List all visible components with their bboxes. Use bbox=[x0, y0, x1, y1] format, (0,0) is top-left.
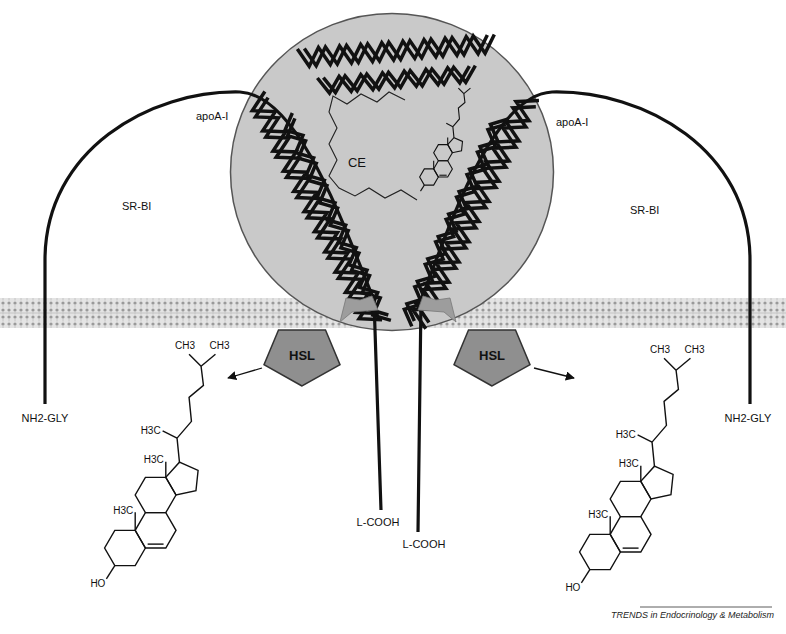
chain-bond bbox=[447, 137, 448, 144]
atom-label: H3C bbox=[619, 457, 639, 470]
double-bond bbox=[439, 175, 446, 176]
chain-bond bbox=[458, 88, 464, 94]
chain-bond bbox=[163, 431, 177, 438]
figure-caption: TRENDS in Endocrinology & Metabolism bbox=[611, 610, 774, 620]
caption-rule bbox=[640, 607, 772, 608]
product-arrow bbox=[534, 368, 574, 378]
enzyme-label: HSL bbox=[479, 348, 505, 363]
ring-bond bbox=[166, 462, 198, 495]
protein-label: apoA-I bbox=[556, 116, 588, 129]
apoa1-helix bbox=[404, 124, 505, 326]
apoa1-helix bbox=[304, 35, 494, 66]
chain-bond bbox=[134, 512, 135, 530]
chain-bond bbox=[201, 354, 215, 366]
atom-label: CH3 bbox=[650, 343, 670, 356]
protein-label: apoA-I bbox=[196, 110, 228, 123]
apoa1-helix bbox=[288, 118, 391, 320]
atom-label: H3C bbox=[113, 504, 133, 517]
transfer-arrow bbox=[418, 296, 456, 322]
atom-label: H3C bbox=[616, 428, 636, 441]
terminus-label: L-COOH bbox=[403, 538, 446, 551]
atom-label: CH3 bbox=[684, 343, 704, 356]
srbi-receptor bbox=[418, 92, 750, 532]
double-bond bbox=[148, 543, 164, 544]
atom-label: CH3 bbox=[175, 339, 195, 352]
terminus-label: NH2-GLY bbox=[22, 412, 69, 425]
atom-label: H3C bbox=[141, 424, 161, 437]
product-arrow bbox=[228, 368, 262, 378]
ring-bond bbox=[580, 534, 621, 569]
chain-bond bbox=[446, 123, 453, 126]
chain-bond bbox=[664, 358, 676, 370]
apoa1-helix bbox=[323, 66, 475, 93]
chain-bond bbox=[638, 435, 652, 442]
chain-bond bbox=[610, 516, 611, 534]
atom-label: CH3 bbox=[209, 339, 229, 352]
ring-bond bbox=[135, 513, 176, 548]
ring-bond bbox=[610, 481, 651, 516]
ring-bond bbox=[105, 530, 146, 565]
enzyme-label: HSL bbox=[289, 348, 315, 363]
chain-bond bbox=[177, 366, 203, 462]
receptor-label: SR-BI bbox=[122, 200, 151, 213]
chain-bond bbox=[676, 358, 690, 370]
particle-core-label: CE bbox=[348, 155, 366, 170]
hdl-surface bbox=[231, 14, 554, 331]
ring-bond bbox=[610, 517, 651, 552]
ring-bond bbox=[135, 477, 176, 512]
atom-label: H3C bbox=[144, 453, 164, 466]
ring-bond bbox=[448, 138, 463, 153]
chain-bond bbox=[453, 94, 465, 138]
ring-bond bbox=[434, 161, 453, 177]
enzyme-pentagon bbox=[454, 330, 530, 386]
atom-label: H3C bbox=[588, 508, 608, 521]
terminus-label: NH2-GLY bbox=[725, 412, 772, 425]
chain-bond bbox=[189, 354, 201, 366]
ester-molecule bbox=[329, 88, 470, 200]
apoa1-helix bbox=[413, 107, 536, 329]
atom-label: HO bbox=[90, 577, 105, 590]
terminus-label: L-COOH bbox=[357, 516, 400, 529]
double-bond bbox=[623, 547, 639, 548]
chain-bond bbox=[433, 161, 434, 169]
atom-label: HO bbox=[565, 581, 580, 594]
chain-bond bbox=[652, 370, 678, 466]
cholesterol-structure bbox=[105, 354, 216, 579]
chain-bond bbox=[581, 570, 589, 583]
hsl-enzyme: HSL bbox=[452, 328, 532, 388]
chain-bond bbox=[464, 88, 471, 94]
enzyme-pentagon bbox=[264, 330, 340, 386]
chain-bond bbox=[106, 566, 114, 579]
fatty-acyl-chain bbox=[329, 92, 417, 200]
ring-bond bbox=[641, 466, 673, 499]
srbi-receptor bbox=[45, 92, 381, 510]
cholesterol-structure bbox=[580, 358, 691, 583]
hsl-enzyme: HSL bbox=[262, 328, 342, 388]
receptor-label: SR-BI bbox=[630, 204, 659, 217]
chain-bond bbox=[420, 185, 424, 191]
chain-bond bbox=[640, 466, 641, 482]
chain-bond bbox=[165, 462, 166, 478]
transfer-arrow bbox=[340, 296, 378, 322]
